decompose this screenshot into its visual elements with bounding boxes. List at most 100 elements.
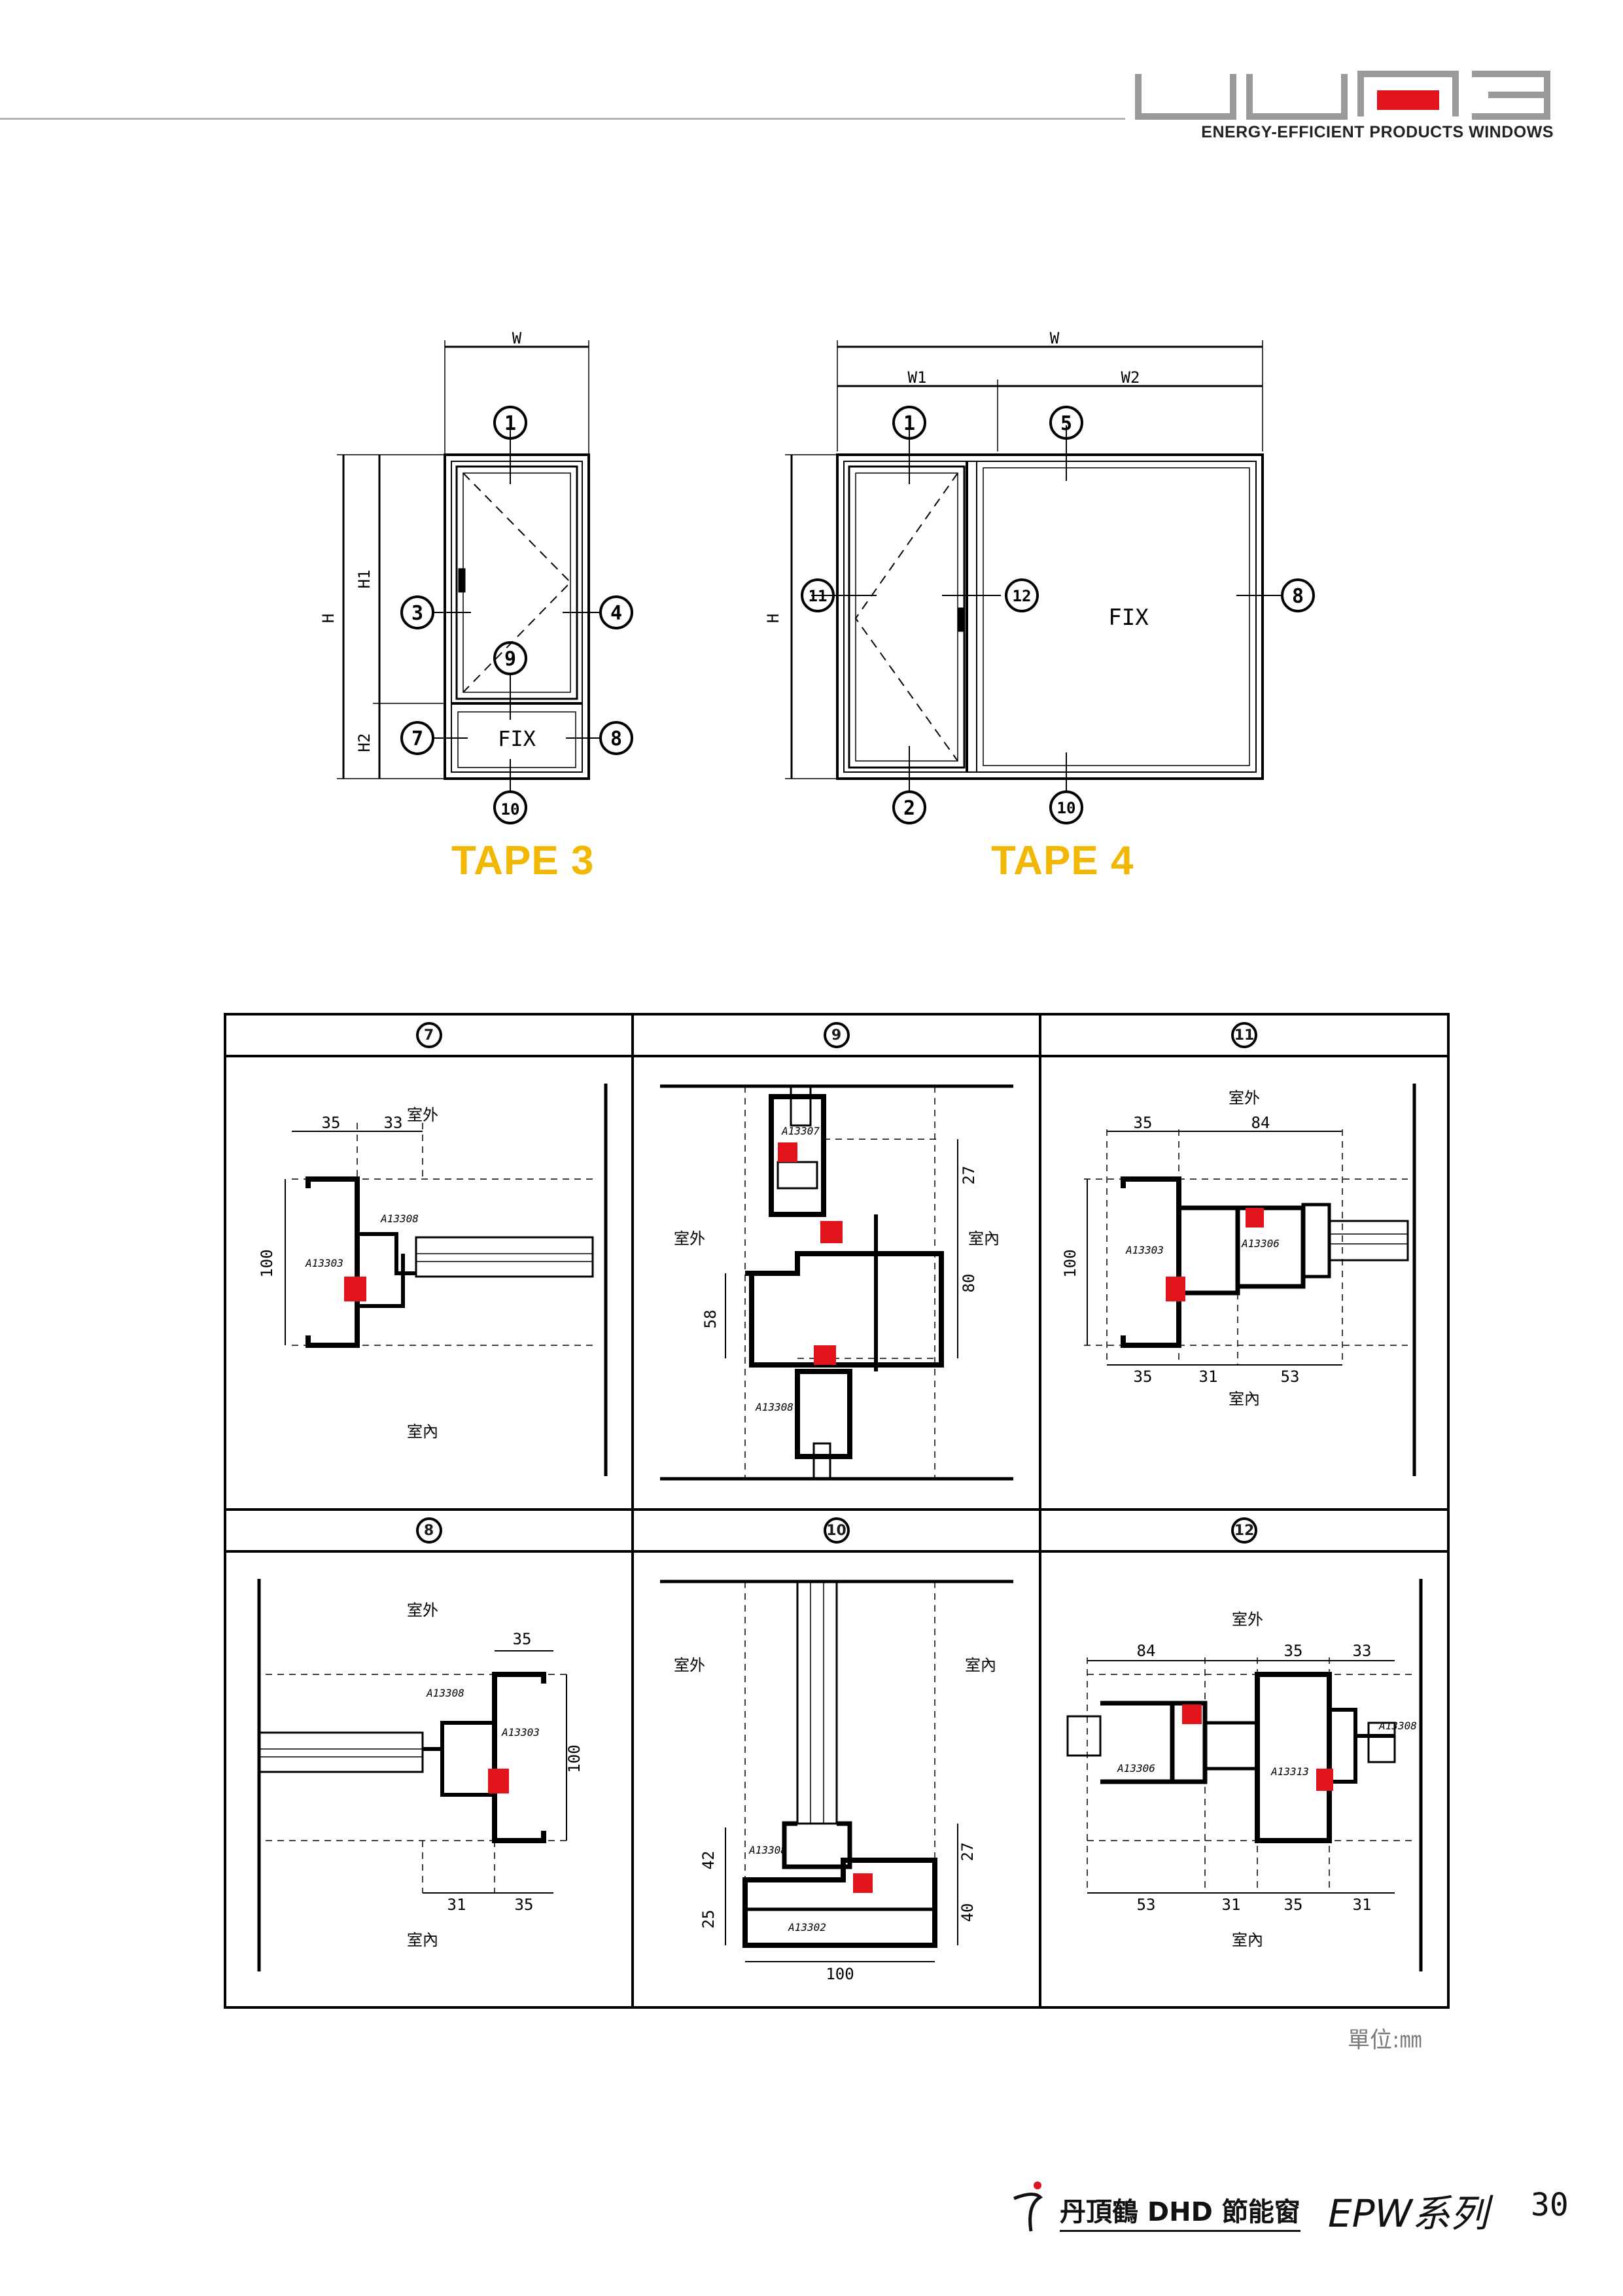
section-12-dim-35-top: 35: [1284, 1642, 1303, 1660]
section-8-part-a13303: A13303: [501, 1726, 540, 1739]
section-8-header: 8: [226, 1511, 631, 1553]
section-12-header: 12: [1041, 1511, 1447, 1553]
section-9-dim-27: 27: [960, 1166, 978, 1185]
section-12-part-a13308: A13308: [1378, 1720, 1417, 1732]
section-11-dim-100: 100: [1061, 1249, 1079, 1277]
footer: 丹頂鶴 DHD 節能窗 EPW系列 30: [1001, 2179, 1590, 2236]
section-10-dim-25: 25: [699, 1910, 718, 1929]
section-7-indoor-label: 室內: [407, 1422, 438, 1441]
section-9-panel: 9: [634, 1016, 1041, 1511]
section-7-dim-35: 35: [322, 1114, 341, 1132]
section-9-outdoor-label: 室外: [674, 1229, 705, 1248]
section-8-indoor-label: 室內: [407, 1931, 438, 1949]
page-number: 30: [1531, 2187, 1569, 2223]
section-8-drawing: 室外 室內 35 31 35 100 A13308 A13303: [257, 1579, 584, 1971]
section-12-dim-33: 33: [1353, 1642, 1372, 1660]
tape3-callout-10: 10: [501, 800, 520, 819]
tape4-dim-w2: W2: [1121, 368, 1140, 387]
section-9-badge: 9: [823, 1022, 850, 1048]
tape4-callout-2: 2: [903, 797, 915, 820]
tape3-dim-h: H: [319, 614, 338, 623]
section-11-part-a13306: A13306: [1241, 1237, 1280, 1250]
tape4-elevation: W W1 W2 H FIX 1 5 11 12 8 2 10: [764, 329, 1315, 824]
section-10-dim-42: 42: [699, 1851, 718, 1870]
tape4-callout-5: 5: [1060, 412, 1072, 435]
logo-tagline: ENERGY-EFFICIENT PRODUCTS WINDOWS: [1201, 123, 1554, 141]
section-12-part-a13313: A13313: [1270, 1765, 1309, 1778]
section-8-dim-31: 31: [447, 1896, 466, 1914]
section-12-dim-31-left: 31: [1222, 1896, 1241, 1914]
tape3-callout-1: 1: [504, 412, 516, 435]
section-8-dim-100: 100: [565, 1744, 584, 1773]
section-11-indoor-label: 室內: [1229, 1390, 1260, 1408]
section-9-header: 9: [634, 1016, 1039, 1057]
tape4-dim-h: H: [764, 614, 782, 623]
section-11-dim-35-bottom: 35: [1134, 1368, 1153, 1386]
tape3-callout-9: 9: [504, 648, 516, 671]
section-10-outdoor-label: 室外: [674, 1656, 705, 1674]
section-9-dim-80: 80: [960, 1274, 978, 1293]
section-7-panel: 7: [226, 1016, 634, 1511]
header-rule: [0, 118, 1125, 120]
tape4-callout-1: 1: [903, 412, 915, 435]
crane-logo-icon: [1013, 2181, 1043, 2232]
tape3-fix-label: FIX: [498, 726, 536, 751]
section-10-dim-100: 100: [826, 1965, 854, 1983]
section-11-drawing: 室外 室內 35 84 35 31 53 100 A13303 A13306: [1061, 1084, 1416, 1476]
tape3-label: TAPE 3: [451, 838, 595, 883]
section-9-part-a13307: A13307: [781, 1125, 820, 1137]
section-10-header: 10: [634, 1511, 1039, 1553]
tape3-elevation: W H H1 H2 FIX 1 3 4 9 7 8 10: [319, 329, 633, 824]
section-11-dim-31: 31: [1199, 1368, 1218, 1386]
tape3-callout-3: 3: [411, 602, 423, 625]
tape3-dim-h2: H2: [355, 733, 374, 752]
tape3-dim-w: W: [512, 329, 522, 347]
section-9-part-a13308: A13308: [755, 1401, 794, 1413]
section-12-outdoor-label: 室外: [1232, 1610, 1263, 1629]
section-10-part-a13308: A13308: [748, 1844, 787, 1856]
section-7-outdoor-label: 室外: [407, 1106, 438, 1124]
section-12-dim-35-bottom: 35: [1284, 1896, 1303, 1914]
section-9-dim-58: 58: [701, 1310, 720, 1329]
section-11-panel: 11: [1041, 1016, 1447, 1511]
section-11-part-a13303: A13303: [1125, 1244, 1164, 1256]
section-10-badge: 10: [823, 1517, 850, 1544]
unit-note: 單位:㎜: [1348, 2027, 1422, 2053]
section-11-dim-53: 53: [1281, 1368, 1300, 1386]
tape3-callout-4: 4: [610, 602, 622, 625]
tape3-dim-h1: H1: [355, 570, 374, 589]
section-7-dim-33: 33: [384, 1114, 403, 1132]
section-12-part-a13306: A13306: [1117, 1762, 1155, 1775]
section-8-badge: 8: [415, 1517, 442, 1544]
section-7-header: 7: [226, 1016, 631, 1057]
section-7-part-a13308: A13308: [380, 1212, 419, 1225]
section-8-dim-35-bottom: 35: [515, 1896, 534, 1914]
section-11-header: 11: [1041, 1016, 1447, 1057]
section-10-drawing: 室外 室內 42 25 27 40 100 A13308 A13302: [660, 1580, 1013, 1983]
section-11-badge: 11: [1231, 1022, 1257, 1048]
section-11-dim-84: 84: [1251, 1114, 1270, 1132]
section-10-dim-27: 27: [958, 1843, 977, 1862]
section-12-badge: 12: [1231, 1517, 1257, 1544]
tape4-fix-label: FIX: [1108, 605, 1149, 631]
section-10-dim-40: 40: [958, 1903, 977, 1922]
section-12-dim-84: 84: [1137, 1642, 1156, 1660]
section-8-panel: 8: [226, 1511, 634, 2006]
section-8-outdoor-label: 室外: [407, 1601, 438, 1619]
tape4-callout-12: 12: [1013, 587, 1032, 605]
section-7-badge: 7: [415, 1022, 442, 1048]
section-8-dim-35-top: 35: [513, 1630, 532, 1648]
section-7-part-a13303: A13303: [305, 1257, 343, 1269]
section-11-outdoor-label: 室外: [1229, 1089, 1260, 1107]
section-12-dim-31-right: 31: [1353, 1896, 1372, 1914]
brand-logo: [1135, 71, 1550, 120]
footer-series: EPW系列: [1328, 2191, 1488, 2236]
tape4-dim-w1: W1: [908, 368, 927, 387]
section-10-part-a13302: A13302: [788, 1921, 826, 1934]
section-8-part-a13308: A13308: [426, 1687, 464, 1699]
section-12-panel: 12: [1041, 1511, 1447, 2006]
section-12-drawing: 室外 室內 84 35 33 53 31 35 31 A13306 A13313…: [1066, 1579, 1423, 1971]
section-9-indoor-label: 室內: [968, 1229, 1000, 1248]
tape3-callout-7: 7: [411, 728, 423, 751]
section-7-drawing: 室外 室內 35 33 100 A13303 A13308: [258, 1084, 608, 1476]
